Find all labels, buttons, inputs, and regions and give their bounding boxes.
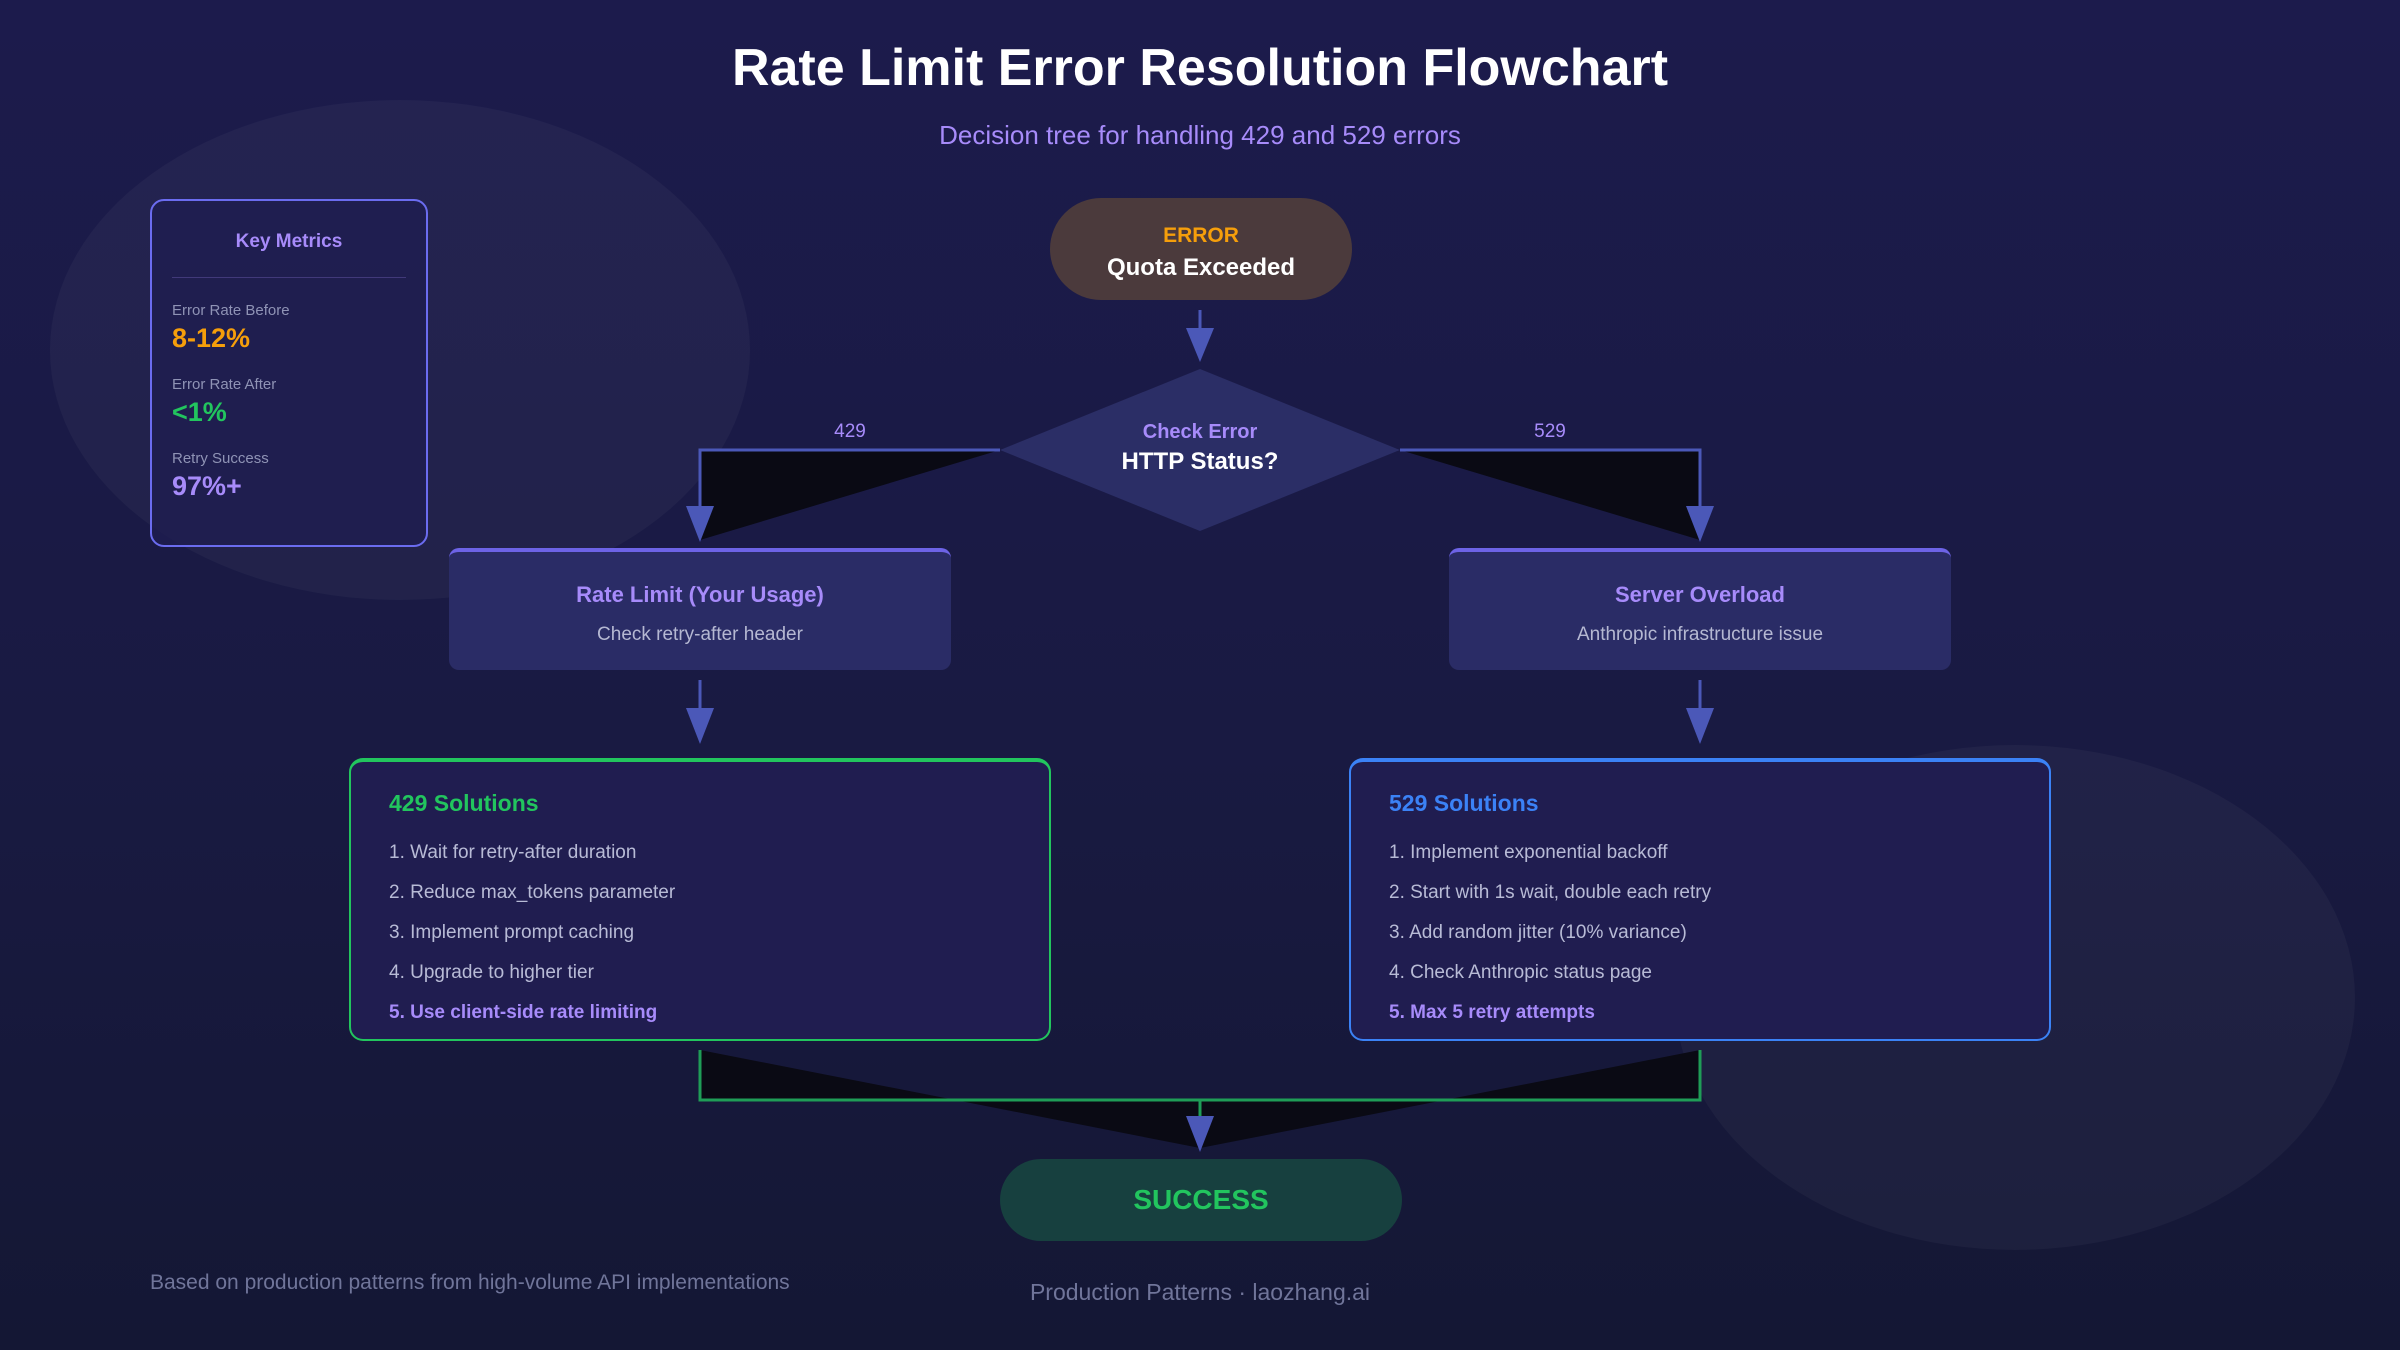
metric-label: Retry Success bbox=[172, 450, 269, 467]
arrowhead-529 bbox=[1686, 506, 1714, 542]
category-server-overload: Server Overload Anthropic infrastructure… bbox=[1449, 548, 1951, 670]
page-title: Rate Limit Error Resolution Flowchart bbox=[731, 39, 1669, 97]
metric-value: 97%+ bbox=[172, 471, 242, 501]
solution-item: 1. Wait for retry-after duration bbox=[389, 842, 637, 863]
solutions-529-box: 529 Solutions 1. Implement exponential b… bbox=[1349, 758, 2051, 1041]
start-node-tag: ERROR bbox=[1163, 224, 1239, 247]
metric-label: Error Rate Before bbox=[172, 302, 290, 319]
key-metrics-panel: Key Metrics Error Rate Before 8-12% Erro… bbox=[150, 199, 428, 547]
solutions-429-list: 1. Wait for retry-after duration 2. Redu… bbox=[389, 841, 1011, 1041]
key-metrics-title: Key Metrics bbox=[235, 231, 343, 252]
category-title: Server Overload bbox=[1615, 582, 1785, 607]
arrowhead-start bbox=[1186, 328, 1214, 362]
solution-item: 4. Check Anthropic status page bbox=[1389, 962, 1652, 983]
shadow-wedge-left bbox=[700, 450, 1000, 540]
start-node-title: Quota Exceeded bbox=[1106, 254, 1296, 281]
key-metrics-divider bbox=[172, 277, 406, 278]
solutions-429-box: 429 Solutions 1. Wait for retry-after du… bbox=[349, 758, 1051, 1041]
metric-error-rate-before: Error Rate Before 8-12% bbox=[172, 302, 406, 354]
branch-label-429: 429 bbox=[834, 421, 866, 442]
branch-line-429 bbox=[698, 448, 1000, 510]
footer-credit: Production Patterns · laozhang.ai bbox=[1029, 1279, 1371, 1305]
arrowhead-right-solutions bbox=[1686, 708, 1714, 744]
solution-item: 2. Start with 1s wait, double each retry bbox=[1389, 882, 1712, 903]
solution-item: 1. Implement exponential backoff bbox=[1389, 842, 1668, 863]
footnote: Based on production patterns from high-v… bbox=[150, 1271, 790, 1294]
solution-item: 3. Implement prompt caching bbox=[389, 922, 635, 943]
solution-item: 4. Upgrade to higher tier bbox=[389, 962, 594, 983]
solution-item: 3. Add random jitter (10% variance) bbox=[1389, 922, 1687, 943]
solution-item-highlight: 5. Max 5 retry attempts bbox=[1389, 1002, 1595, 1023]
arrowhead-429 bbox=[686, 506, 714, 542]
success-node: SUCCESS bbox=[1000, 1159, 1402, 1241]
metric-value: 8-12% bbox=[172, 323, 251, 353]
branch-line-529 bbox=[1400, 448, 1702, 510]
page-subtitle: Decision tree for handling 429 and 529 e… bbox=[939, 120, 1461, 150]
solutions-429-title: 429 Solutions bbox=[389, 790, 539, 816]
decision-subtitle: Check Error bbox=[1142, 421, 1258, 443]
solutions-529-list: 1. Implement exponential backoff 2. Star… bbox=[1389, 841, 2011, 1041]
metric-error-rate-after: Error Rate After <1% bbox=[172, 376, 406, 428]
metric-value: <1% bbox=[172, 397, 227, 427]
category-title: Rate Limit (Your Usage) bbox=[576, 582, 824, 607]
solution-item-highlight: 5. Use client-side rate limiting bbox=[389, 1002, 658, 1023]
category-description: Check retry-after header bbox=[597, 624, 803, 645]
metric-retry-success: Retry Success 97%+ bbox=[172, 450, 406, 502]
branch-label-529: 529 bbox=[1534, 421, 1566, 442]
solutions-529-title: 529 Solutions bbox=[1389, 790, 1539, 816]
shadow-wedge-right bbox=[1400, 450, 1700, 540]
decision-diamond bbox=[1000, 369, 1400, 531]
category-rate-limit: Rate Limit (Your Usage) Check retry-afte… bbox=[449, 548, 951, 670]
category-description: Anthropic infrastructure issue bbox=[1576, 624, 1824, 645]
metric-label: Error Rate After bbox=[172, 376, 277, 393]
arrowhead-success bbox=[1186, 1116, 1214, 1152]
decision-title: HTTP Status? bbox=[1121, 448, 1279, 475]
start-node-error: ERROR Quota Exceeded bbox=[1050, 198, 1352, 300]
arrowhead-left-solutions bbox=[686, 708, 714, 744]
solution-item: 2. Reduce max_tokens parameter bbox=[389, 882, 676, 903]
